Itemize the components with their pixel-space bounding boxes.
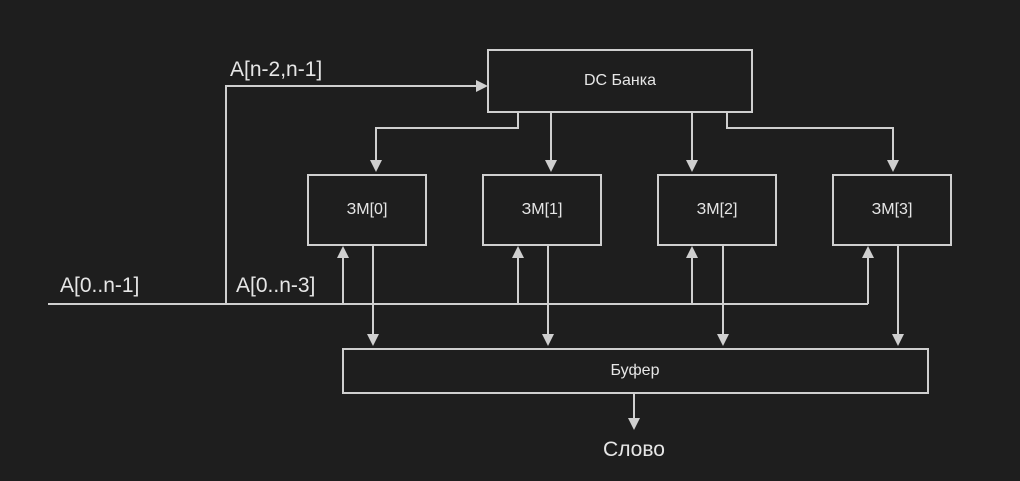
decoder-box	[487, 49, 753, 113]
decoder-to-zm0-arrowhead	[370, 160, 382, 172]
output-label: Слово	[603, 438, 665, 461]
zm1-to-buffer-arrowhead	[542, 334, 554, 346]
zm0-to-buffer-arrowhead	[367, 334, 379, 346]
memory-module-box-1	[482, 174, 602, 246]
decoder-to-zm3-arrowhead	[887, 160, 899, 172]
buffer-box	[342, 348, 929, 394]
bank-address-label: A[n-2,n-1]	[230, 58, 322, 81]
bank-address-arrowhead	[476, 80, 488, 92]
buffer-label: Буфер	[611, 362, 660, 379]
memory-module-label-3: ЗМ[3]	[872, 201, 913, 218]
bus-to-zm2-arrowhead	[686, 246, 698, 258]
bank-address-wire	[225, 85, 476, 304]
decoder-to-zm1-arrowhead	[545, 160, 557, 172]
bus-to-zm0-arrowhead	[337, 246, 349, 258]
bus-to-zm1-arrowhead	[512, 246, 524, 258]
zm3-to-buffer-arrowhead	[892, 334, 904, 346]
memory-module-label-2: ЗМ[2]	[697, 201, 738, 218]
decoder-to-zm3-wire	[726, 112, 894, 160]
memory-module-box-3	[832, 174, 952, 246]
module-address-label: A[0..n-3]	[236, 274, 315, 297]
buffer-output-arrowhead	[628, 418, 640, 430]
bus-to-zm3-arrowhead	[862, 246, 874, 258]
decoder-to-zm0-wire	[375, 112, 519, 160]
memory-module-box-0	[307, 174, 427, 246]
memory-module-box-2	[657, 174, 777, 246]
decoder-label: DC Банка	[584, 72, 656, 89]
zm2-to-buffer-arrowhead	[717, 334, 729, 346]
bus-label: A[0..n-1]	[60, 274, 139, 297]
memory-module-label-0: ЗМ[0]	[347, 201, 388, 218]
memory-module-label-1: ЗМ[1]	[522, 201, 563, 218]
decoder-to-zm2-arrowhead	[686, 160, 698, 172]
